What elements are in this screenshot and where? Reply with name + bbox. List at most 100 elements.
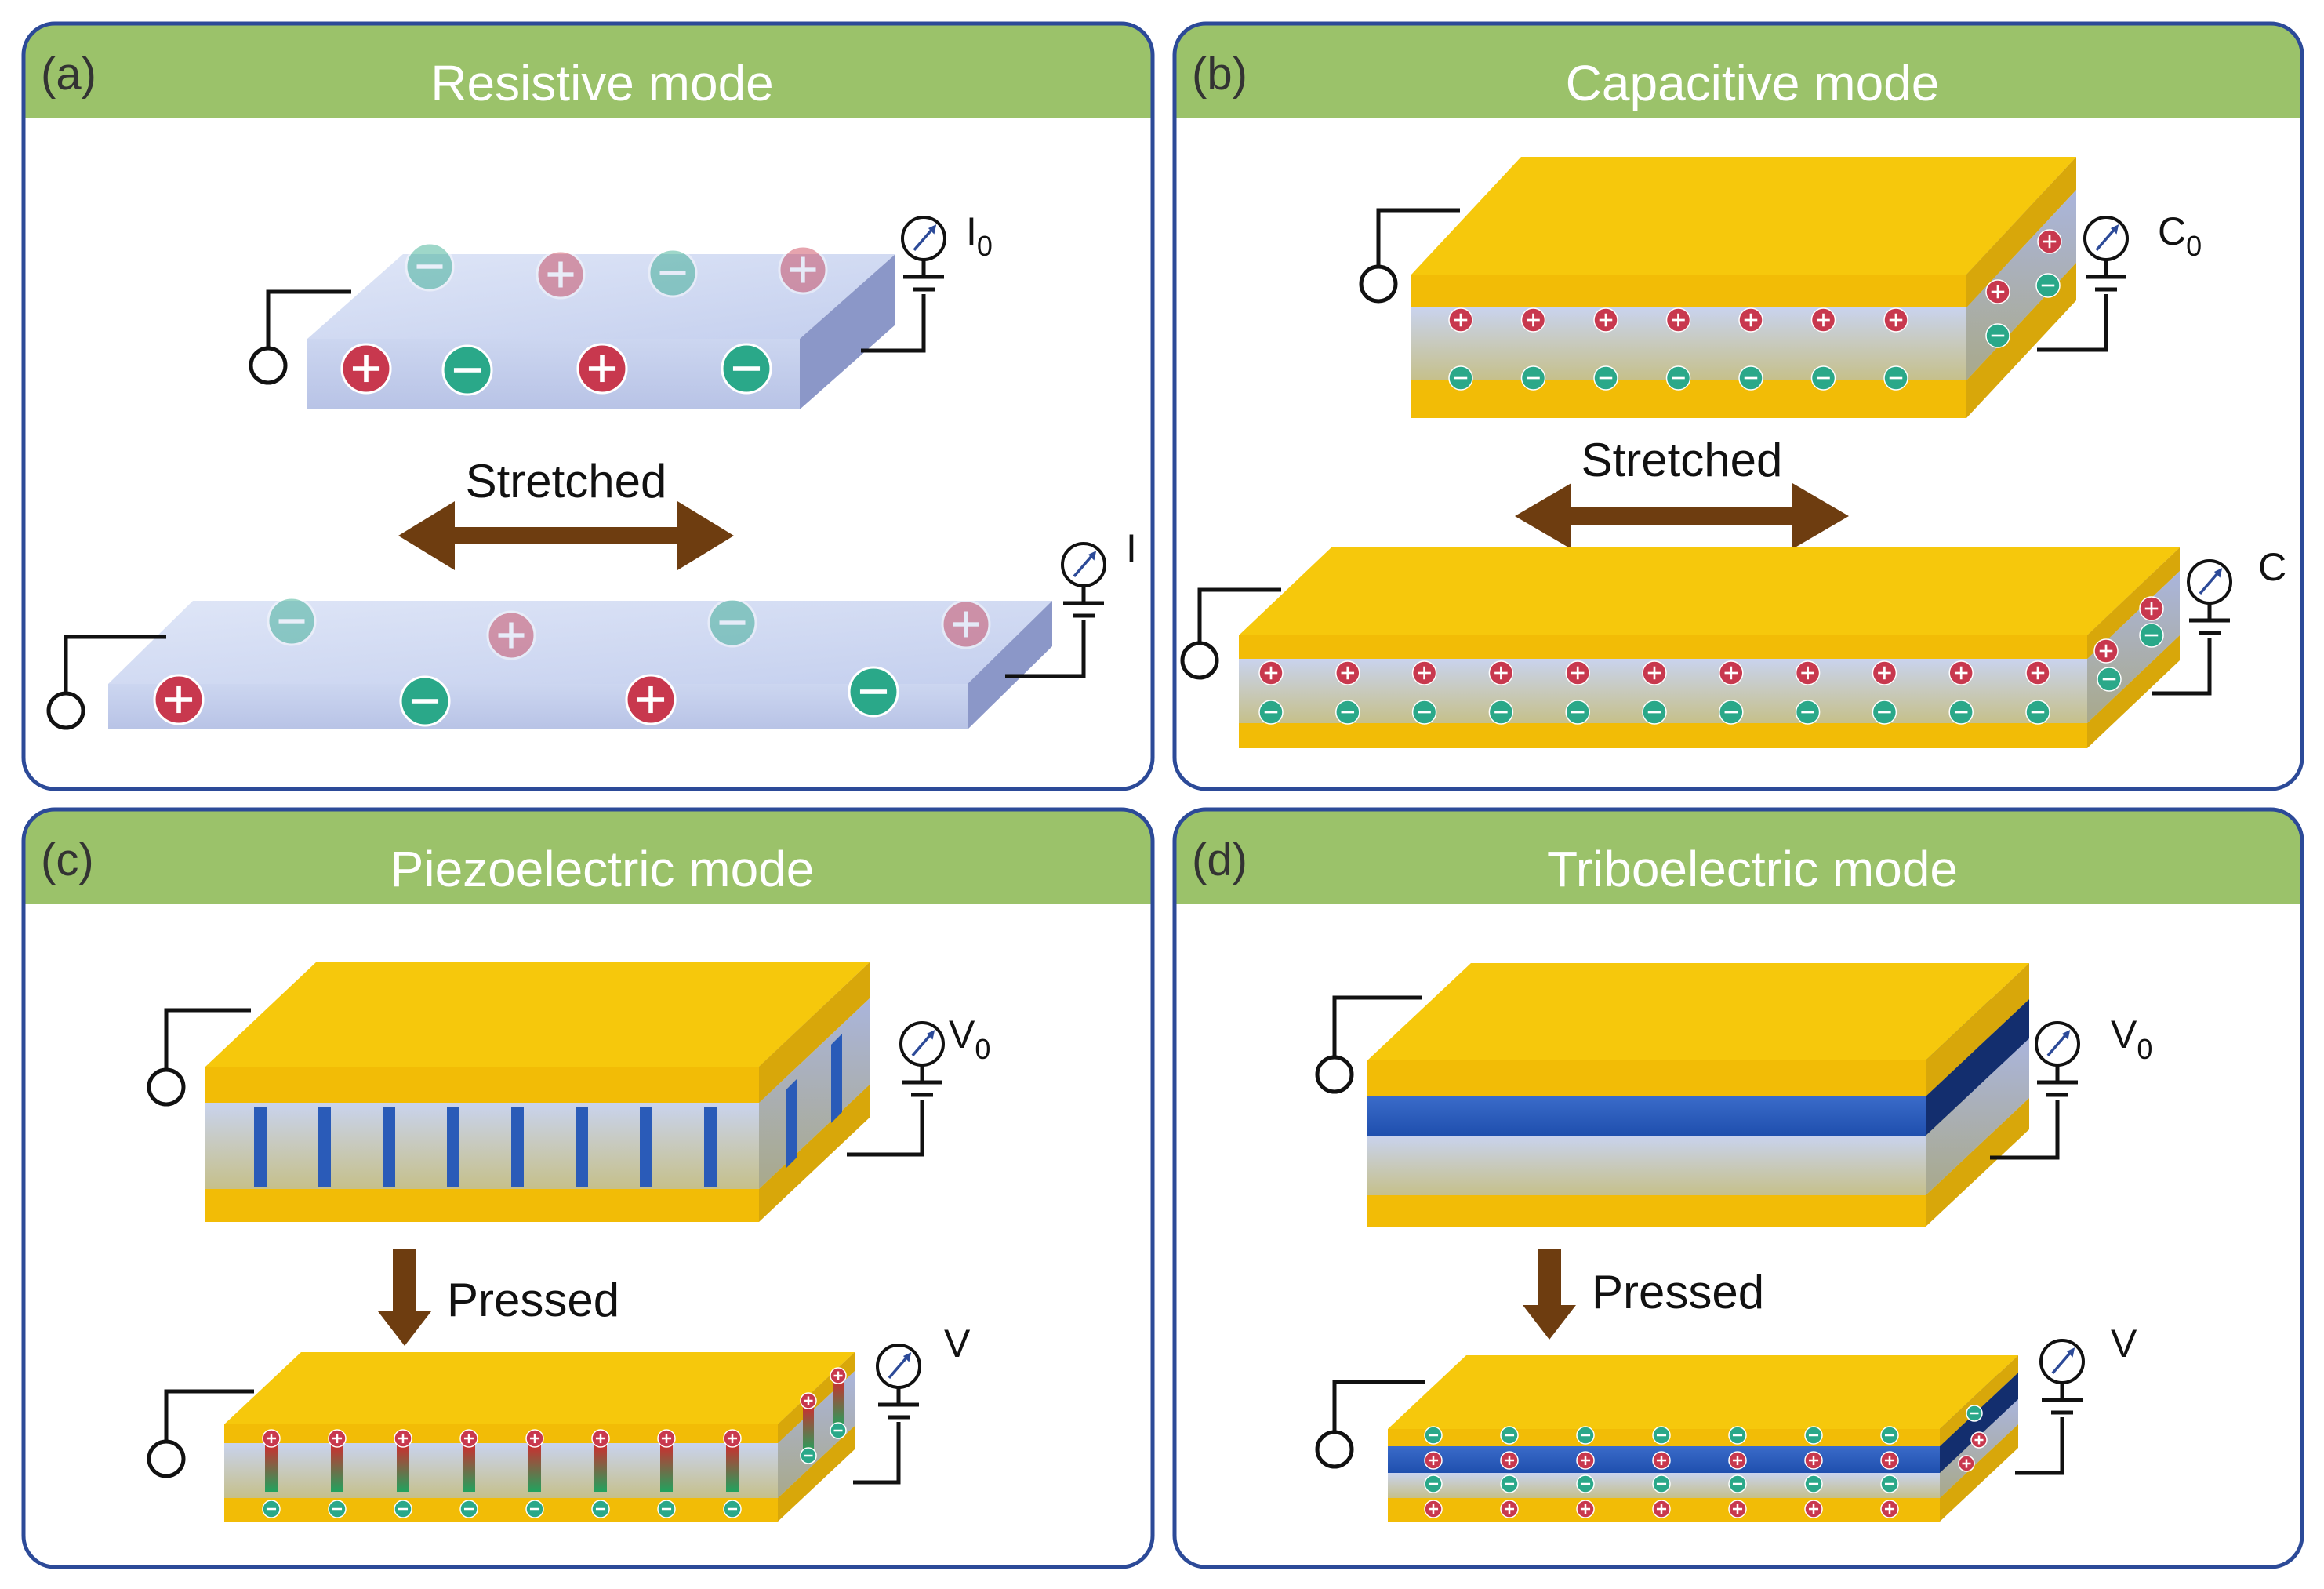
gauge-meter-icon bbox=[1990, 1021, 2080, 1160]
plus-charge-icon bbox=[576, 343, 628, 395]
terminal-circle bbox=[1315, 1430, 1354, 1469]
charge-disc bbox=[267, 596, 317, 646]
panel-title: Resistive mode bbox=[430, 55, 774, 111]
charge-bar-v bbox=[1894, 313, 1897, 327]
charge-bar-h bbox=[1580, 1434, 1591, 1437]
charge-bar-v bbox=[1532, 313, 1534, 327]
film-bottom bbox=[108, 601, 1052, 729]
film-bottom-front bbox=[108, 684, 968, 729]
terminal-lead bbox=[64, 635, 166, 693]
charge-bar-h bbox=[2144, 634, 2159, 637]
charge-bar-h bbox=[1580, 1482, 1591, 1485]
minus-charge-icon bbox=[525, 1500, 544, 1518]
minus-charge-icon bbox=[405, 242, 455, 292]
charge-bar-h bbox=[595, 1507, 606, 1511]
charge-disc bbox=[707, 598, 757, 648]
gauge-needle-tip bbox=[928, 224, 937, 235]
minus-charge-icon bbox=[328, 1500, 347, 1518]
charge-bar-v bbox=[1959, 666, 1963, 680]
piezo-pillar bbox=[576, 1107, 588, 1187]
piezo-pillar-polarized bbox=[660, 1442, 673, 1492]
action-label: Stretched bbox=[1581, 434, 1783, 486]
minus-charge-icon bbox=[1738, 365, 1763, 391]
meter-label: V bbox=[2111, 1322, 2137, 1365]
charge-bar-v bbox=[1459, 313, 1462, 327]
minus-charge-icon bbox=[1665, 365, 1691, 391]
minus-charge-icon bbox=[657, 1500, 676, 1518]
charge-bar-v bbox=[558, 261, 563, 288]
plus-charge-icon bbox=[1642, 660, 1667, 685]
plus-charge-icon bbox=[1576, 1451, 1595, 1470]
charge-bar-h bbox=[953, 622, 979, 627]
charge-bar-v bbox=[2036, 666, 2039, 680]
meter-subscript: 0 bbox=[975, 1033, 990, 1065]
minus-charge-icon bbox=[1424, 1474, 1443, 1493]
minus-charge-icon bbox=[1424, 1426, 1443, 1445]
piezo-pillar bbox=[704, 1107, 717, 1187]
piezo-pillar-polarized bbox=[265, 1442, 278, 1492]
plus-charge-icon bbox=[1411, 660, 1437, 685]
meter-subscript: 0 bbox=[977, 230, 993, 262]
plus-charge-icon bbox=[625, 674, 677, 725]
minus-charge-icon bbox=[441, 344, 493, 396]
minus-charge-icon bbox=[2097, 667, 2122, 692]
charge-bar-h bbox=[1571, 711, 1585, 714]
minus-charge-icon bbox=[848, 666, 899, 718]
charge-bar-h bbox=[498, 633, 525, 638]
minus-charge-icon bbox=[1520, 365, 1546, 391]
minus-charge-icon bbox=[267, 596, 317, 646]
piezo-pillar bbox=[318, 1107, 331, 1187]
plus-charge-icon bbox=[1958, 1455, 1975, 1472]
charge-bar-h bbox=[547, 272, 574, 277]
meter-lead bbox=[2015, 1417, 2064, 1475]
tribo-dielectric-top-front bbox=[1367, 1136, 1926, 1195]
charge-bar-h bbox=[1264, 711, 1278, 714]
charge-bar-v bbox=[1807, 666, 1809, 680]
minus-charge-icon bbox=[800, 1447, 817, 1464]
charge-bar-h bbox=[1341, 711, 1355, 714]
minus-charge-icon bbox=[1565, 700, 1590, 725]
plus-charge-icon bbox=[340, 343, 392, 395]
piezo-top-electrode-bottom bbox=[224, 1352, 855, 1443]
terminal-circle-icon bbox=[46, 635, 166, 730]
tribo-blue-layer-top-front bbox=[1367, 1096, 1926, 1136]
plus-charge-icon bbox=[1500, 1500, 1519, 1518]
terminal-circle-icon bbox=[147, 1389, 254, 1478]
plus-charge-icon bbox=[1804, 1451, 1823, 1470]
minus-charge-icon bbox=[1880, 1474, 1899, 1493]
top-electrode-bottom-top bbox=[1239, 547, 2180, 635]
minus-charge-icon bbox=[394, 1500, 412, 1518]
charge-bar-v bbox=[1653, 666, 1656, 680]
plus-charge-icon bbox=[1880, 1500, 1899, 1518]
piezo-top-electrode-bottom-front bbox=[224, 1424, 778, 1443]
panel-title: Piezoelectric mode bbox=[390, 841, 815, 897]
plus-charge-icon bbox=[2037, 229, 2062, 254]
gauge-needle-tip bbox=[902, 1352, 912, 1362]
charge-bar-h bbox=[1801, 711, 1814, 714]
terminal-circle bbox=[1315, 1055, 1354, 1094]
charge-bar-v bbox=[1269, 666, 1273, 680]
tribo-top-electrode-top-front bbox=[1367, 1060, 1926, 1096]
charge-bar-h bbox=[1418, 711, 1431, 714]
minus-charge-icon bbox=[1728, 1474, 1747, 1493]
charge-bar-v bbox=[1584, 1455, 1587, 1466]
charge-bar-v bbox=[600, 355, 605, 383]
terminal-circle-icon bbox=[147, 1008, 251, 1107]
action-label: Pressed bbox=[1592, 1266, 1764, 1318]
charge-bar-v bbox=[1576, 666, 1579, 680]
minus-charge-icon bbox=[2025, 700, 2050, 725]
terminal-lead bbox=[1332, 1380, 1425, 1432]
panel-letter: (c) bbox=[41, 834, 94, 885]
minus-charge-icon bbox=[721, 343, 772, 395]
charge-bar-h bbox=[1808, 1482, 1819, 1485]
minus-charge-icon bbox=[707, 598, 757, 648]
down-arrow bbox=[378, 1249, 431, 1346]
film-top-side bbox=[800, 254, 895, 409]
panel-border bbox=[1172, 21, 2304, 791]
charge-bar-v bbox=[801, 256, 805, 283]
charge-bar-v bbox=[176, 685, 181, 714]
charge-bar-h bbox=[1428, 1482, 1439, 1485]
minus-charge-icon bbox=[1411, 700, 1437, 725]
plus-charge-icon bbox=[1488, 660, 1514, 685]
charge-bar-v bbox=[1888, 1504, 1891, 1514]
